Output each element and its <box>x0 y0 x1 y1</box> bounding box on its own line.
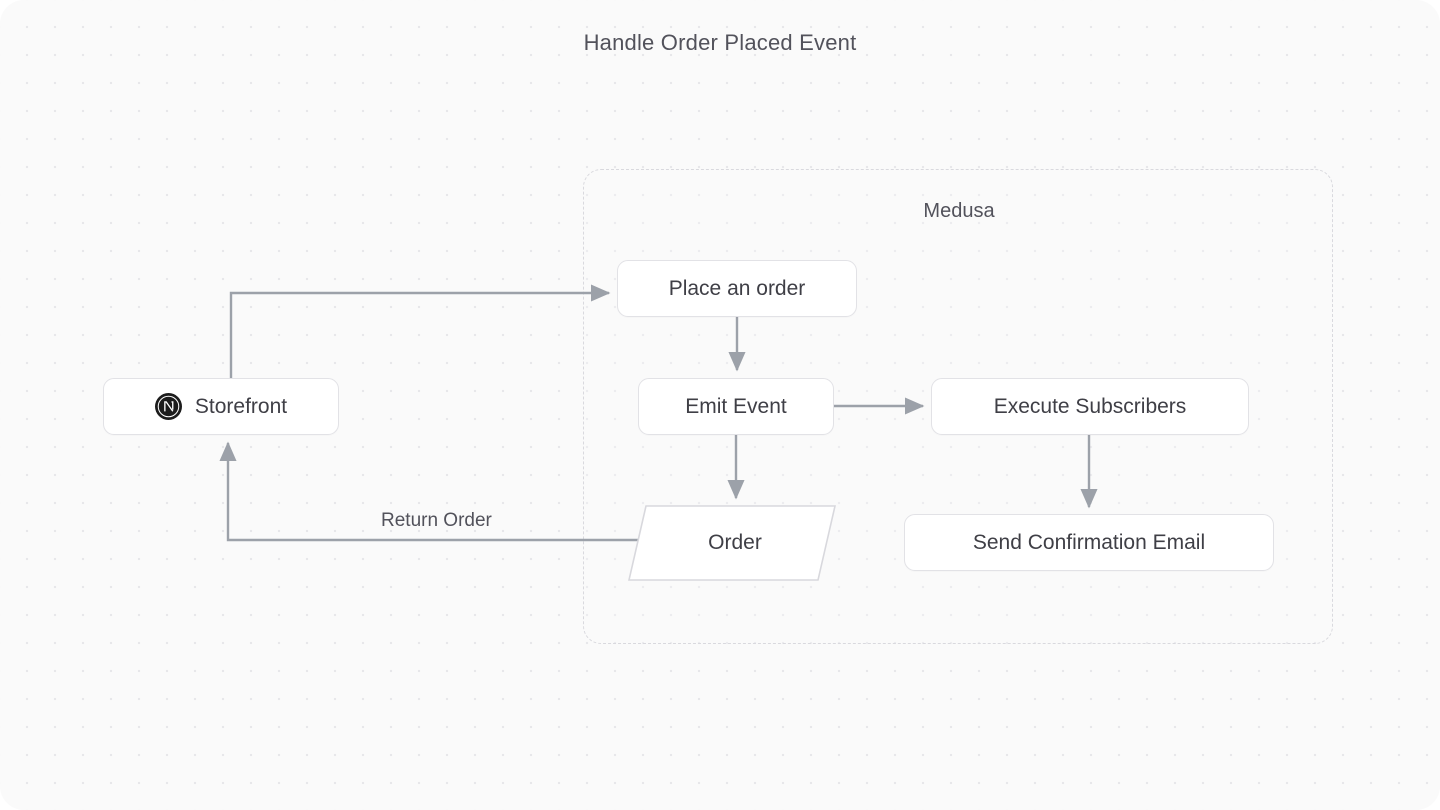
parallelogram-shape <box>628 505 836 581</box>
node-storefront[interactable]: Storefront <box>103 378 339 435</box>
nextjs-icon <box>154 393 182 420</box>
edge-label-return-order: Return Order <box>381 510 492 531</box>
node-label-place-an-order: Place an order <box>668 277 806 300</box>
node-label-execute-subscribers: Execute Subscribers <box>993 395 1187 418</box>
node-order[interactable]: Order <box>628 505 836 581</box>
node-execute-subscribers[interactable]: Execute Subscribers <box>931 378 1249 435</box>
node-label-order: Order <box>708 531 762 554</box>
node-label-storefront: Storefront <box>194 395 288 418</box>
node-place-an-order[interactable]: Place an order <box>617 260 857 317</box>
group-label-medusa: Medusa <box>923 200 995 222</box>
node-label-send-confirmation-email: Send Confirmation Email <box>972 531 1206 554</box>
node-label-emit-event: Emit Event <box>685 395 787 418</box>
page-title: Handle Order Placed Event <box>583 30 857 55</box>
node-send-confirmation-email[interactable]: Send Confirmation Email <box>904 514 1274 571</box>
edge-storefront-to-place-order <box>229 284 611 378</box>
node-emit-event[interactable]: Emit Event <box>638 378 834 435</box>
